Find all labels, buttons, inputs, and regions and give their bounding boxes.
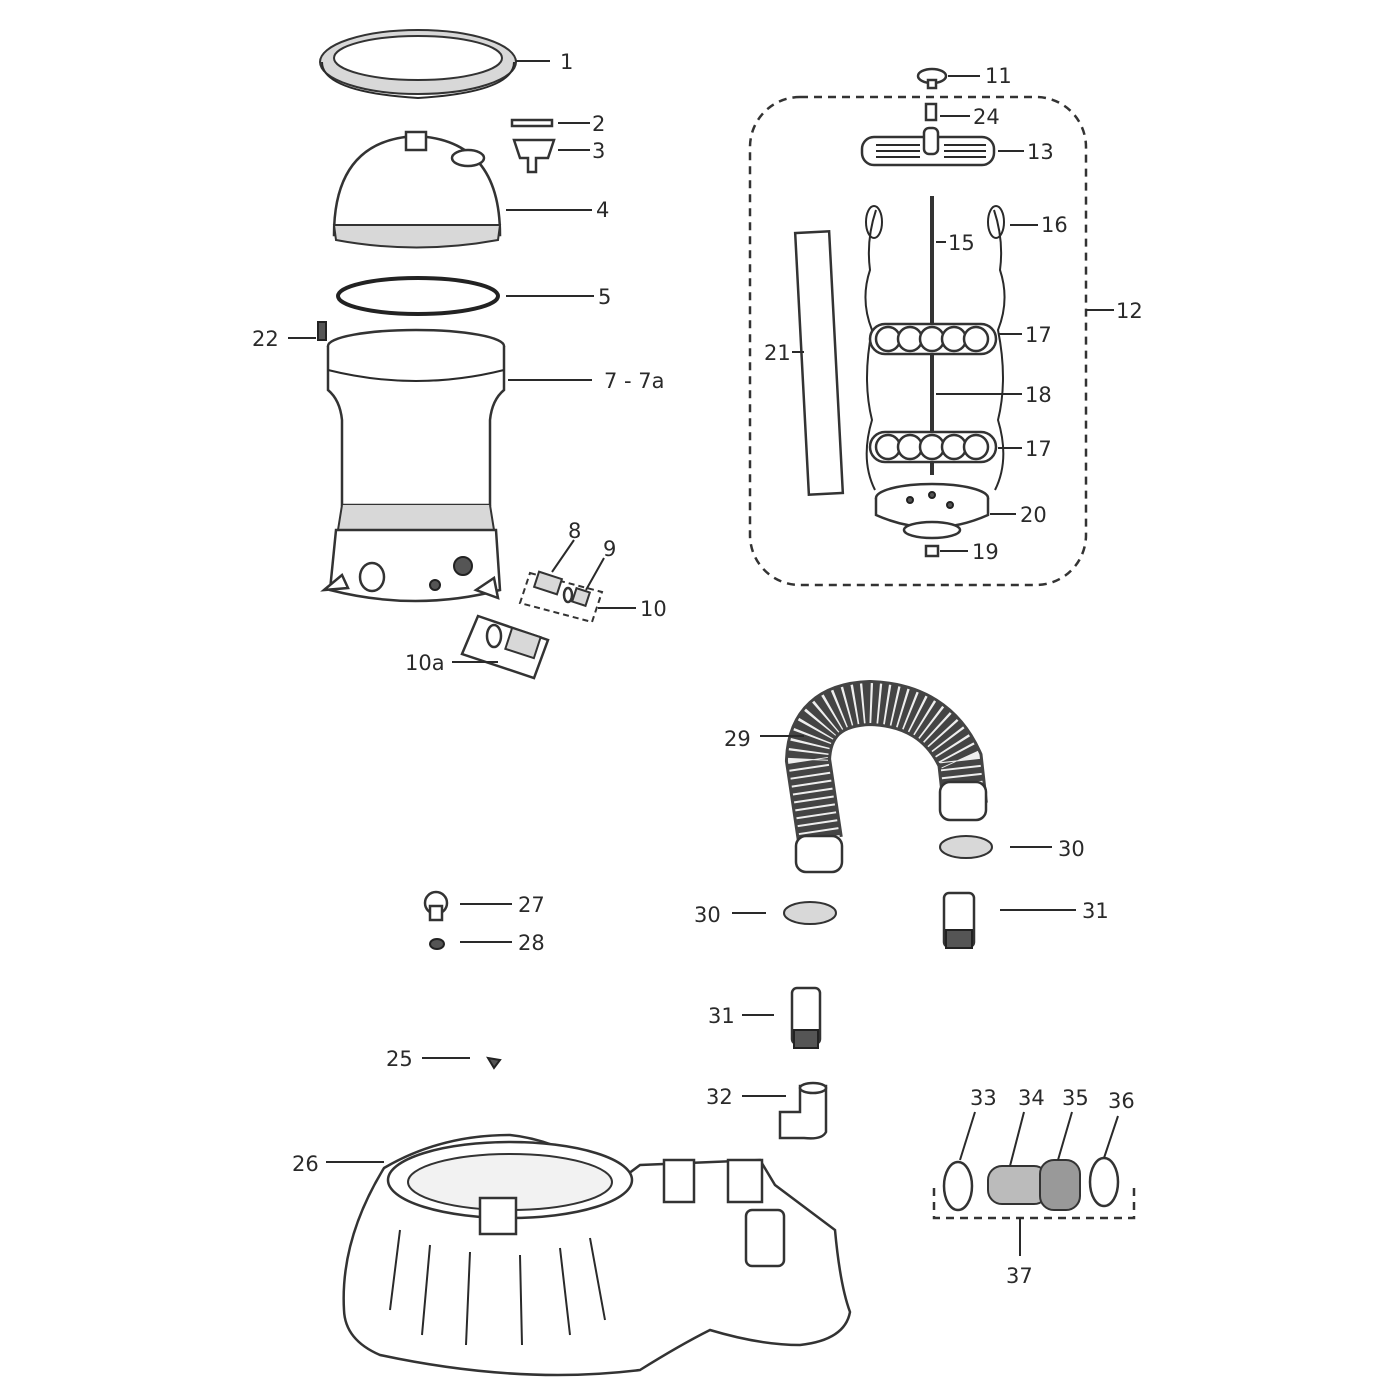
- label-part-3: 3: [592, 139, 605, 163]
- part-22-clip: [317, 321, 327, 341]
- label-part-24: 24: [973, 105, 1000, 129]
- part-12-cartridge-assembly-outline: [748, 95, 1088, 587]
- label-part-22: 22: [252, 327, 279, 351]
- label-part-29: 29: [724, 727, 751, 751]
- part-27-plug: [423, 890, 449, 922]
- label-part-8: 8: [568, 519, 581, 543]
- label-part-4: 4: [596, 198, 609, 222]
- part-13-top-plate: [860, 126, 996, 167]
- part-34-strainer: [987, 1159, 1081, 1211]
- part-10-drain-group: [518, 570, 604, 624]
- part-28-o-ring: [429, 938, 445, 950]
- label-part-18: 18: [1025, 383, 1052, 407]
- label-part-17-lower: 17: [1025, 437, 1052, 461]
- label-part-10: 10: [640, 597, 667, 621]
- part-26-pump-base: [342, 1133, 852, 1377]
- part-29-hose: [784, 679, 988, 874]
- part-30-gasket-lower: [783, 901, 837, 925]
- part-17-spacer-lower: [868, 430, 998, 464]
- part-30-gasket-upper: [939, 835, 993, 859]
- label-part-31-left: 31: [708, 1004, 735, 1028]
- label-part-15: 15: [948, 231, 975, 255]
- label-part-34: 34: [1018, 1086, 1045, 1110]
- part-20-base-plate: [874, 482, 990, 540]
- part-31-connector-left: [790, 986, 822, 1049]
- label-part-21: 21: [764, 341, 791, 365]
- part-7-filter-housing: [320, 328, 506, 603]
- part-2-gasket: [510, 118, 554, 128]
- label-part-20: 20: [1020, 503, 1047, 527]
- label-part-10a: 10a: [405, 651, 445, 675]
- label-part-17-upper: 17: [1025, 323, 1052, 347]
- part-5-o-ring: [336, 276, 500, 316]
- label-part-31-right: 31: [1082, 899, 1109, 923]
- label-part-5: 5: [598, 285, 611, 309]
- label-part-13: 13: [1027, 140, 1054, 164]
- label-part-25: 25: [386, 1047, 413, 1071]
- part-33-gasket: [942, 1160, 974, 1212]
- label-part-33: 33: [970, 1086, 997, 1110]
- part-36-gasket: [1088, 1156, 1120, 1208]
- label-part-19: 19: [972, 540, 999, 564]
- part-11-top-cap: [916, 67, 948, 90]
- label-part-28: 28: [518, 931, 545, 955]
- part-32-elbow: [778, 1081, 828, 1140]
- part-21-filter-pad: [793, 229, 845, 497]
- label-part-2: 2: [592, 112, 605, 136]
- label-part-32: 32: [706, 1085, 733, 1109]
- label-part-1: 1: [560, 50, 573, 74]
- label-part-9: 9: [603, 537, 616, 561]
- label-part-16: 16: [1041, 213, 1068, 237]
- part-1-lock-ring: [319, 29, 517, 100]
- part-25-screw: [486, 1056, 502, 1070]
- part-4-filter-dome: [332, 130, 502, 249]
- part-24-pin: [924, 102, 938, 122]
- part-19-drain-nut: [924, 544, 940, 558]
- label-part-27: 27: [518, 893, 545, 917]
- label-part-12: 12: [1116, 299, 1143, 323]
- part-17-spacer-upper: [868, 322, 998, 356]
- leader-lines: [288, 60, 1119, 1256]
- label-part-37: 37: [1006, 1264, 1033, 1288]
- label-part-7: 7 - 7a: [604, 369, 665, 393]
- label-part-35: 35: [1062, 1086, 1089, 1110]
- part-37-strainer-assembly: [932, 1156, 1136, 1220]
- part-10a-drain-plug: [460, 614, 550, 680]
- part-3-air-release: [512, 138, 556, 174]
- label-part-26: 26: [292, 1152, 319, 1176]
- label-part-30-lower: 30: [694, 903, 721, 927]
- label-part-11: 11: [985, 64, 1012, 88]
- label-part-30-upper: 30: [1058, 837, 1085, 861]
- part-31-connector-right: [942, 891, 976, 949]
- label-part-36: 36: [1108, 1089, 1135, 1113]
